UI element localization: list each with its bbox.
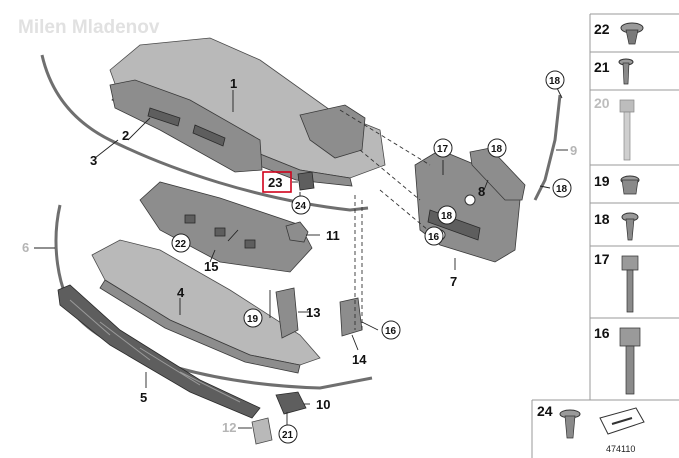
- part-5-lower-grille: [57, 284, 261, 419]
- callout-4: 4: [177, 285, 185, 300]
- panel-number-20-greyed: 20: [594, 95, 610, 111]
- rivet-21-icon: [618, 58, 634, 85]
- circle-callout-16-b: 16: [385, 326, 397, 337]
- callout-13: 13: [306, 305, 320, 320]
- circle-callout-17: 17: [437, 144, 449, 155]
- callout-3: 3: [90, 153, 97, 168]
- circle-callout-19: 19: [247, 314, 259, 325]
- panel-number-17: 17: [594, 251, 610, 267]
- callout-23-highlighted: 23: [268, 175, 282, 190]
- watermark-text: Milen Mladenov: [18, 17, 160, 38]
- part-9-strut: [533, 94, 562, 201]
- circle-callout-24: 24: [295, 201, 307, 212]
- callout-1: 1: [230, 76, 237, 91]
- clip-22-icon: [620, 22, 644, 45]
- bolt-20-icon: [619, 99, 635, 161]
- diagram-id-text: 474110: [606, 444, 635, 454]
- part-10-clip-block: [275, 391, 307, 415]
- screw-18-icon: [621, 212, 639, 241]
- part-12-bracket: [251, 417, 273, 445]
- screw-24-icon: [559, 409, 581, 439]
- bolt-16-icon: [619, 327, 641, 395]
- callout-5: 5: [140, 390, 147, 405]
- part-11-bracket: [285, 221, 309, 243]
- callout-8: 8: [478, 184, 485, 199]
- panel-number-18: 18: [594, 211, 610, 227]
- callout-15: 15: [204, 259, 218, 274]
- circle-callout-18-b: 18: [549, 76, 561, 87]
- panel-number-19: 19: [594, 173, 610, 189]
- callout-10: 10: [316, 397, 330, 412]
- bolt-17-icon: [621, 255, 639, 313]
- circled-callouts: 24 17 18 18 18 18 16 16 19 21 22: [171, 70, 572, 444]
- callout-11: 11: [326, 228, 340, 243]
- fastener-parts-panel: 22 21 20 19 18 17: [531, 13, 679, 458]
- panel-number-22: 22: [594, 21, 610, 37]
- part-4-lower-carrier: [91, 239, 321, 374]
- circle-callout-16-a: 16: [428, 232, 440, 243]
- panel-number-21: 21: [594, 59, 610, 75]
- highlight-box-23: [262, 171, 292, 193]
- circle-callout-21: 21: [282, 430, 294, 441]
- callout-6-greyed: 6: [22, 240, 29, 255]
- panel-number-16: 16: [594, 325, 610, 341]
- callout-7: 7: [450, 274, 457, 289]
- part-13-bracket: [275, 287, 299, 339]
- circle-callout-18-a: 18: [491, 144, 503, 155]
- part-14-bracket: [339, 297, 363, 337]
- part-23-clip: [297, 171, 315, 191]
- callout-9-greyed: 9: [570, 143, 577, 158]
- part-2-absorber: [109, 79, 263, 173]
- callout-14: 14: [352, 352, 367, 367]
- callout-2: 2: [122, 128, 129, 143]
- circle-callout-18-c: 18: [556, 184, 568, 195]
- callout-12-greyed: 12: [222, 420, 236, 435]
- circle-callout-18-d: 18: [441, 211, 453, 222]
- panel-number-24: 24: [537, 403, 553, 419]
- circle-callout-22: 22: [175, 239, 187, 250]
- nut-19-icon: [620, 175, 640, 195]
- reference-ticket-icon: [599, 407, 645, 435]
